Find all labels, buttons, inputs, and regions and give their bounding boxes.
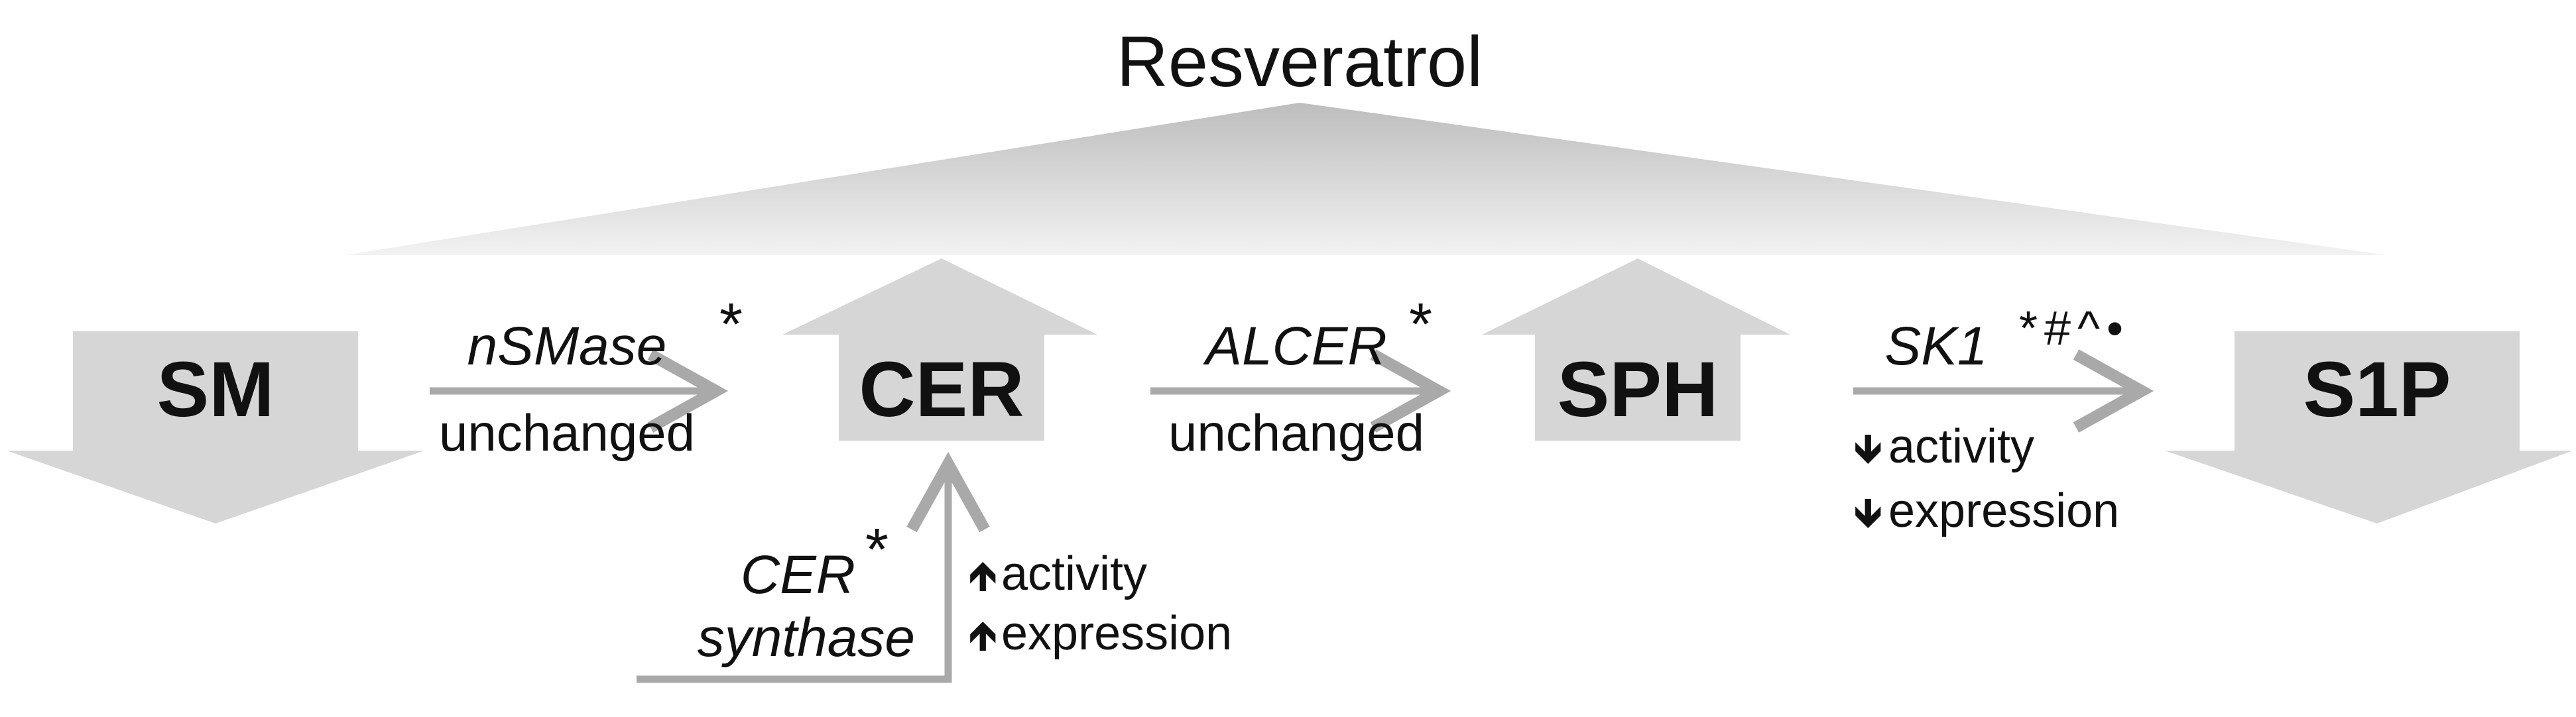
s1p-block-arrow <box>2165 331 2573 524</box>
enzyme-cer-synthase-name-2: synthase <box>698 608 915 668</box>
down-arrow-icon: 🡻 <box>1853 426 1883 472</box>
sph-block-arrow <box>1482 258 1790 441</box>
cer-block-arrow <box>782 258 1097 441</box>
enzyme-sk1-effect-activity: activity <box>1888 420 2034 473</box>
enzyme-nsmase-mark: * <box>719 292 743 358</box>
enzyme-cer-synthase-effect-activity: activity <box>1001 547 1147 600</box>
enzyme-alcer-mark: * <box>1409 292 1432 358</box>
enzyme-sk1-effect-expression: expression <box>1888 484 2119 537</box>
resveratrol-title: Resveratrol <box>1117 21 1483 101</box>
sm-block-arrow <box>7 331 424 524</box>
down-arrow-icon: 🡻 <box>1853 490 1883 536</box>
enzyme-sk1-marks: *#^• <box>2019 302 2130 355</box>
enzyme-cer-synthase-name-1: CER <box>741 545 855 605</box>
enzyme-alcer-effect: unchanged <box>1168 404 1424 462</box>
enzyme-nsmase-effect: unchanged <box>439 404 695 462</box>
arrow-cer-synthase-to-cer <box>637 451 990 683</box>
enzyme-nsmase-name: nSMase <box>467 316 667 376</box>
up-arrow-icon: 🡹 <box>968 553 998 599</box>
up-arrow-icon: 🡹 <box>968 613 998 659</box>
enzyme-alcer-name: ALCER <box>1202 316 1386 376</box>
node-s1p-label: S1P <box>2303 346 2451 433</box>
enzyme-cer-synthase-mark: * <box>865 517 889 583</box>
enzyme-sk1-name: SK1 <box>1885 316 1988 376</box>
resveratrol-fan <box>345 103 2387 255</box>
node-sph-label: SPH <box>1558 346 1719 433</box>
node-cer-label: CER <box>859 346 1024 433</box>
node-sm-label: SM <box>157 346 275 433</box>
enzyme-cer-synthase-effect-expression: expression <box>1001 607 1232 660</box>
